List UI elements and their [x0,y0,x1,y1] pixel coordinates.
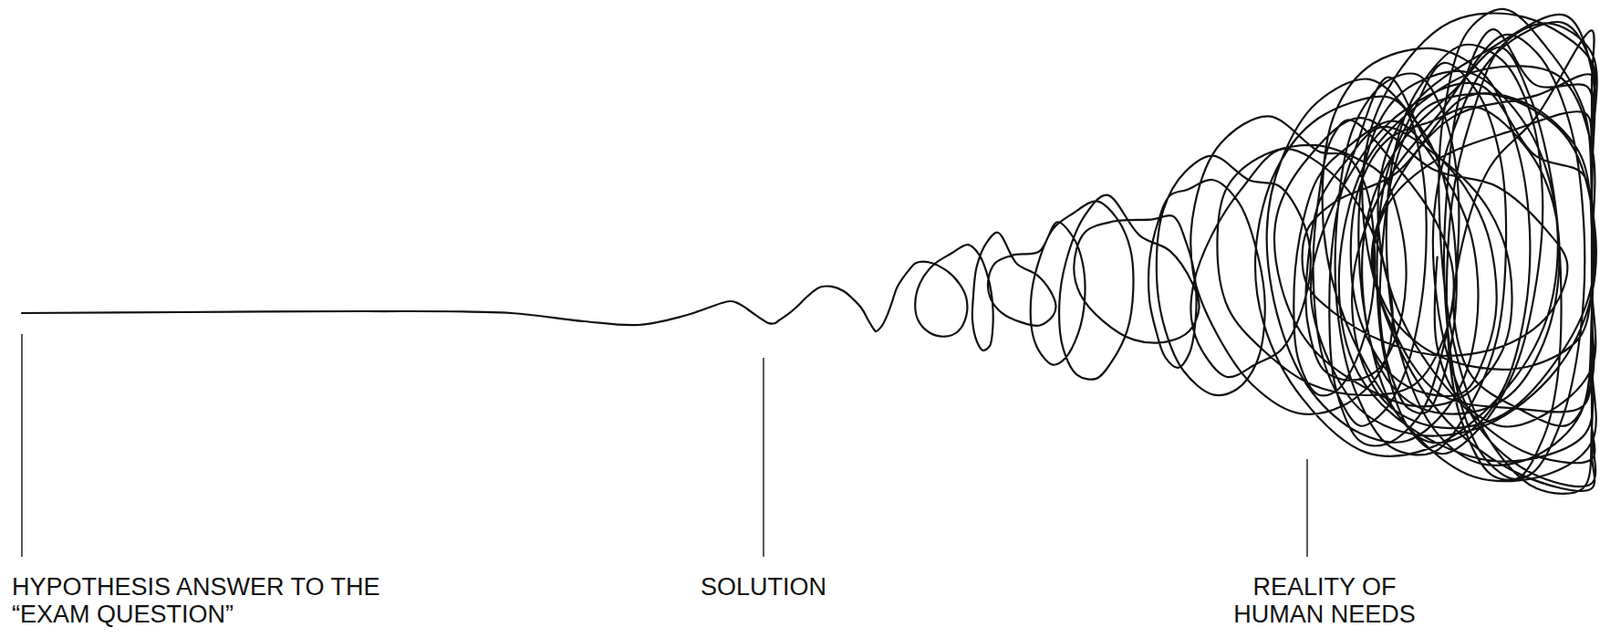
axis-label: SOLUTION [654,572,873,601]
tick-line [762,357,765,557]
axis-label: HYPOTHESIS ANSWER TO THE “EXAM QUESTION” [11,572,395,628]
axis-label: REALITY OF HUMAN NEEDS [1219,572,1430,628]
tick-line [20,333,23,557]
tangled-line [21,9,1598,494]
tick-line [1306,458,1309,557]
